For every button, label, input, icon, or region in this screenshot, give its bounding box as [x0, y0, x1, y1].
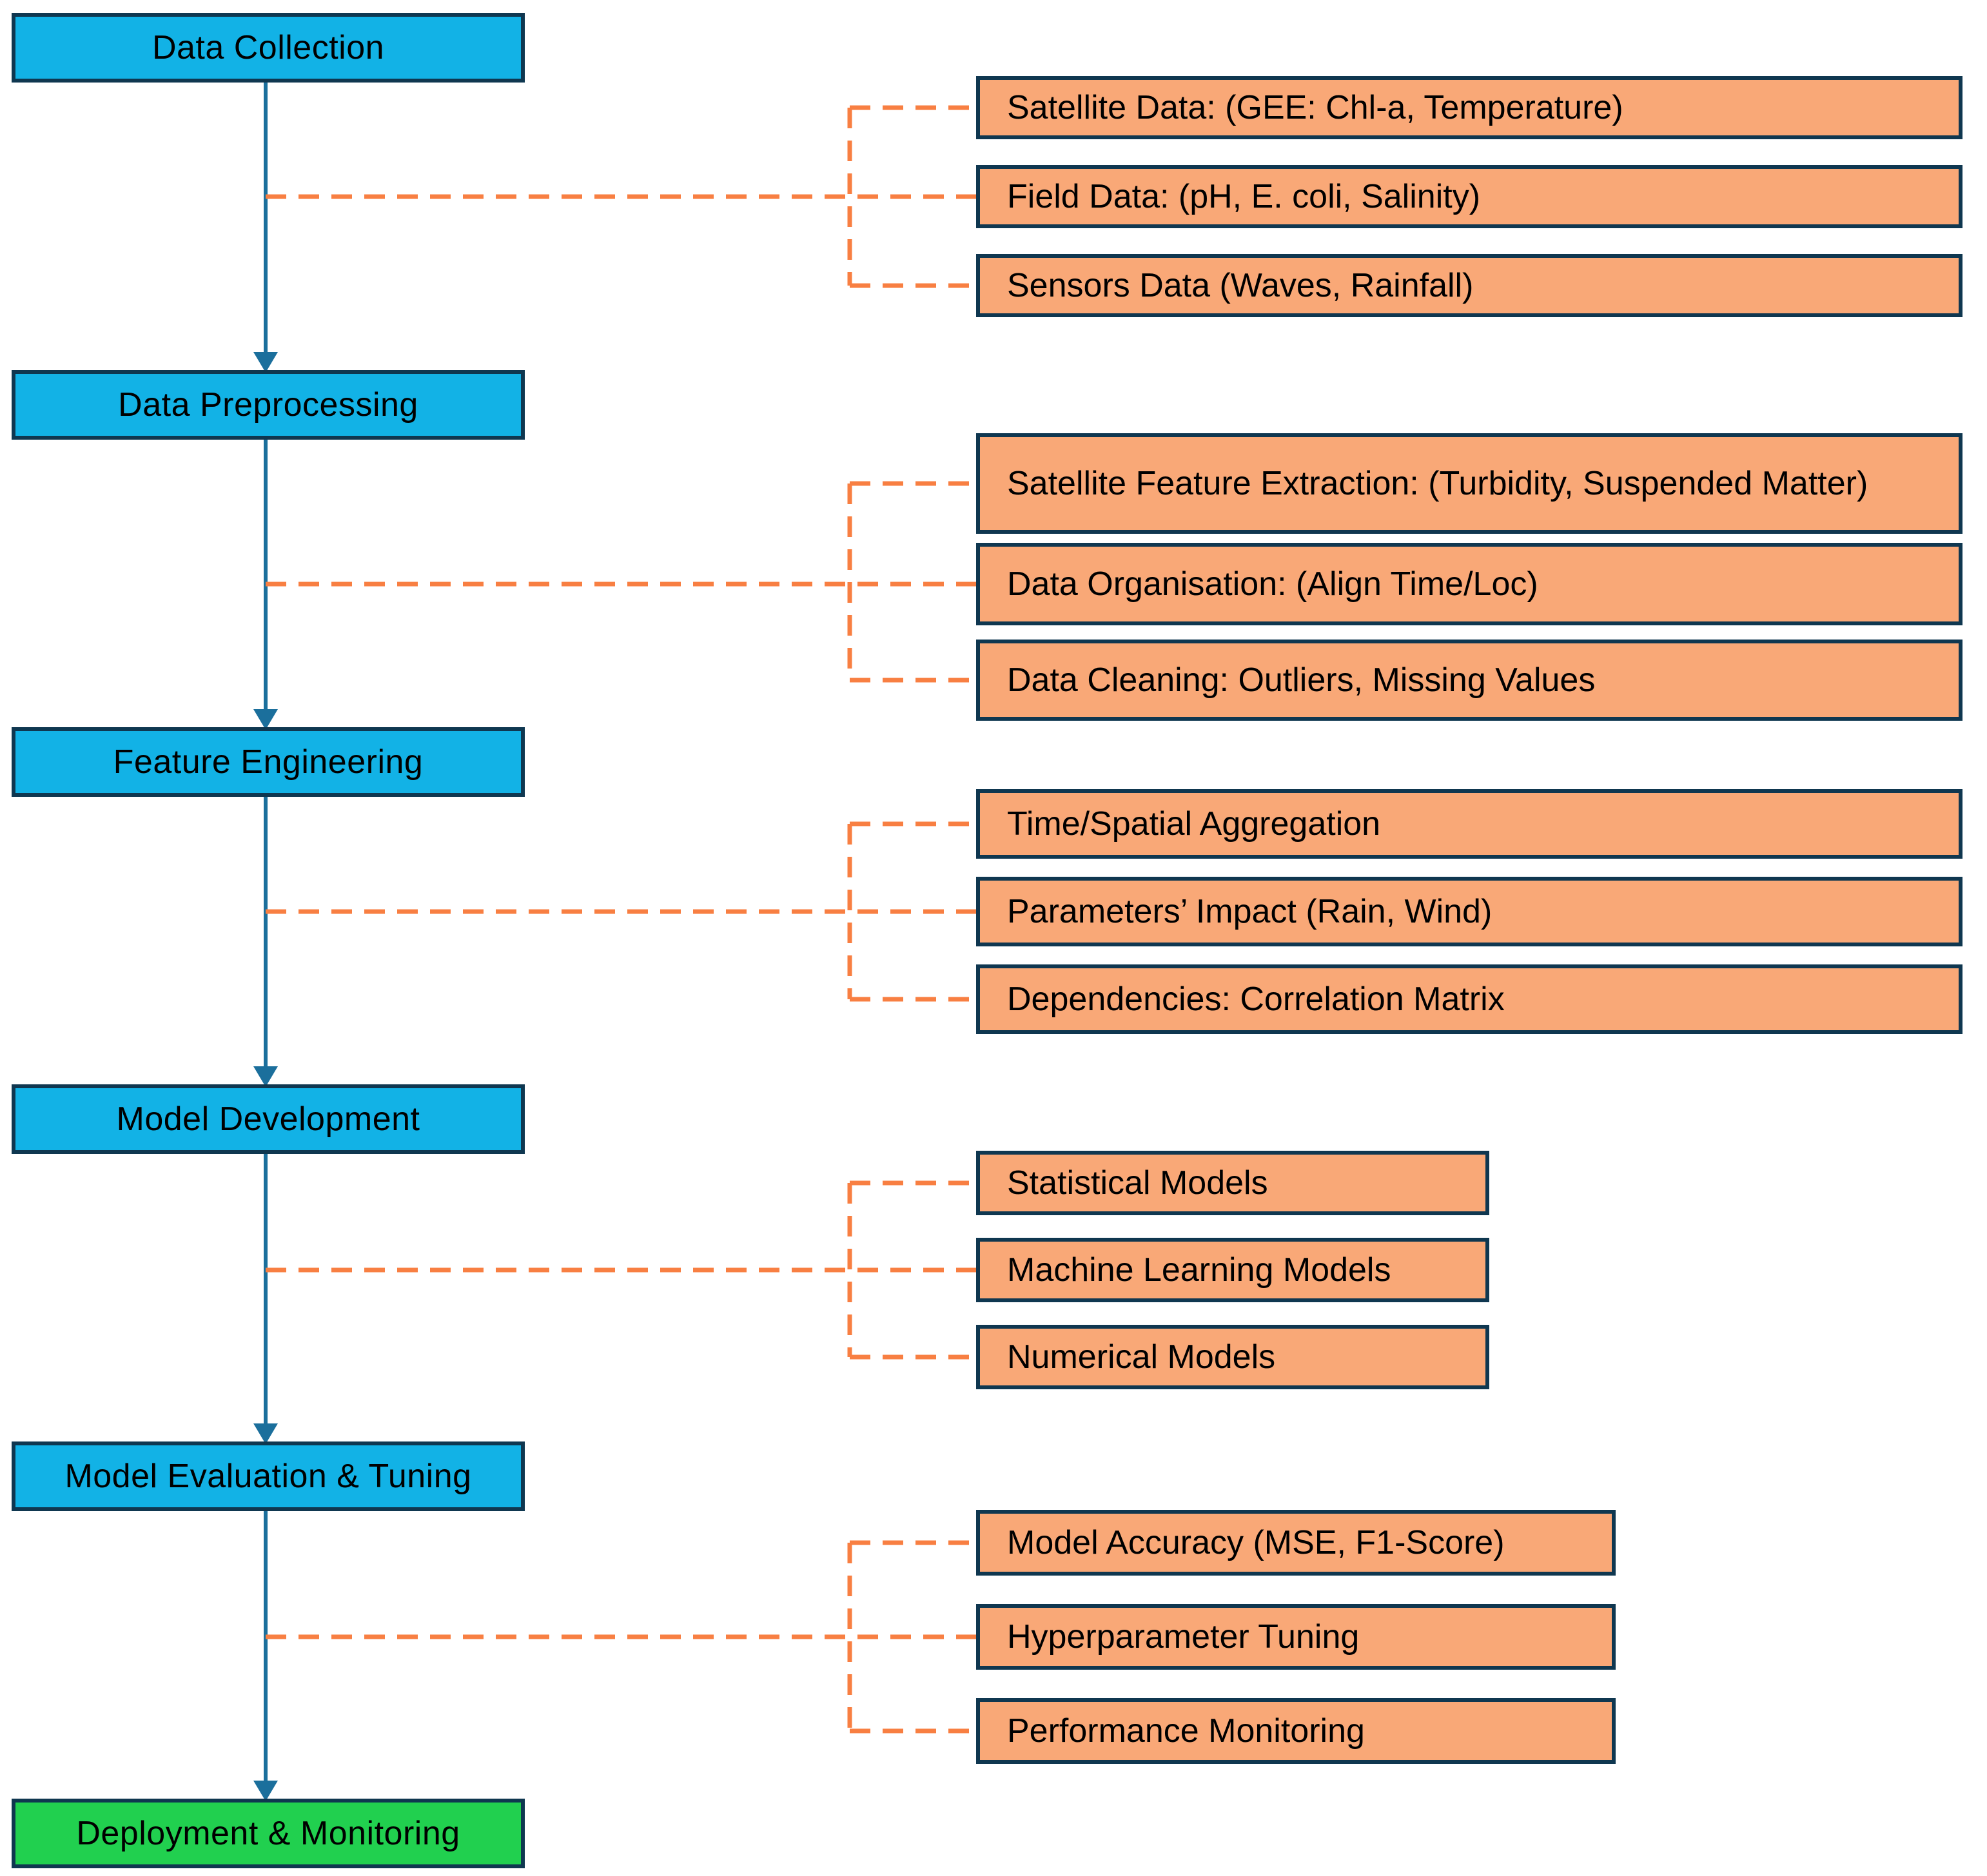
- detail-label: Data Cleaning: Outliers, Missing Values: [1007, 661, 1596, 699]
- detail-box-model-accuracy: Model Accuracy (MSE, F1-Score): [976, 1510, 1616, 1576]
- stage-box-data-preprocessing: Data Preprocessing: [12, 370, 525, 440]
- dashed-connector-group-3: [266, 821, 976, 1002]
- detail-label: Machine Learning Models: [1007, 1251, 1391, 1289]
- dashed-connector-group-1: [266, 105, 976, 288]
- stage-box-feature-engineering: Feature Engineering: [12, 727, 525, 797]
- detail-box-performance-monitoring: Performance Monitoring: [976, 1698, 1616, 1764]
- dashed-connector-group-5: [266, 1540, 976, 1734]
- detail-box-field-data: Field Data: (pH, E. coli, Salinity): [976, 165, 1963, 228]
- arrowhead-2: [253, 709, 278, 730]
- detail-label: Hyperparameter Tuning: [1007, 1617, 1360, 1656]
- detail-box-hyperparameter-tuning: Hyperparameter Tuning: [976, 1604, 1616, 1670]
- detail-label: Field Data: (pH, E. coli, Salinity): [1007, 177, 1481, 215]
- detail-label: Model Accuracy (MSE, F1-Score): [1007, 1523, 1505, 1561]
- detail-label: Statistical Models: [1007, 1164, 1268, 1202]
- detail-label: Dependencies: Correlation Matrix: [1007, 980, 1505, 1018]
- detail-box-satellite-feature-extraction: Satellite Feature Extraction: (Turbidity…: [976, 433, 1963, 534]
- flow-arrowheads: [253, 352, 278, 1801]
- detail-label: Time/Spatial Aggregation: [1007, 805, 1381, 843]
- detail-label: Satellite Feature Extraction: (Turbidity…: [1007, 464, 1868, 502]
- stage-label: Data Preprocessing: [118, 386, 418, 424]
- detail-box-data-cleaning: Data Cleaning: Outliers, Missing Values: [976, 640, 1963, 721]
- dashed-connector-group-2: [266, 481, 976, 683]
- stage-label: Feature Engineering: [113, 743, 424, 781]
- detail-box-machine-learning-models: Machine Learning Models: [976, 1238, 1489, 1302]
- dashed-connector-group-4: [266, 1180, 976, 1360]
- detail-box-data-organisation: Data Organisation: (Align Time/Loc): [976, 543, 1963, 625]
- arrowhead-5: [253, 1781, 278, 1801]
- stage-box-deployment-monitoring: Deployment & Monitoring: [12, 1799, 525, 1868]
- arrowhead-1: [253, 352, 278, 373]
- stage-label: Model Evaluation & Tuning: [64, 1458, 472, 1495]
- stage-box-data-collection: Data Collection: [12, 13, 525, 83]
- detail-label: Sensors Data (Waves, Rainfall): [1007, 266, 1474, 304]
- detail-box-statistical-models: Statistical Models: [976, 1151, 1489, 1215]
- detail-label: Parameters’ Impact (Rain, Wind): [1007, 892, 1493, 930]
- stage-box-model-development: Model Development: [12, 1084, 525, 1154]
- stage-label: Deployment & Monitoring: [76, 1815, 460, 1852]
- stage-label: Model Development: [116, 1100, 420, 1138]
- detail-box-satellite-data: Satellite Data: (GEE: Chl-a, Temperature…: [976, 76, 1963, 139]
- stage-label: Data Collection: [152, 29, 385, 66]
- detail-label: Satellite Data: (GEE: Chl-a, Temperature…: [1007, 88, 1623, 126]
- arrowhead-3: [253, 1066, 278, 1087]
- detail-label: Data Organisation: (Align Time/Loc): [1007, 565, 1538, 603]
- detail-label: Performance Monitoring: [1007, 1712, 1365, 1750]
- arrowhead-4: [253, 1423, 278, 1444]
- detail-box-parameters-impact: Parameters’ Impact (Rain, Wind): [976, 877, 1963, 946]
- detail-box-dependencies-correlation-matrix: Dependencies: Correlation Matrix: [976, 964, 1963, 1034]
- detail-box-numerical-models: Numerical Models: [976, 1325, 1489, 1389]
- stage-box-model-evaluation-tuning: Model Evaluation & Tuning: [12, 1441, 525, 1511]
- detail-box-time-spatial-aggregation: Time/Spatial Aggregation: [976, 789, 1963, 859]
- detail-label: Numerical Models: [1007, 1338, 1276, 1376]
- detail-box-sensors-data: Sensors Data (Waves, Rainfall): [976, 254, 1963, 317]
